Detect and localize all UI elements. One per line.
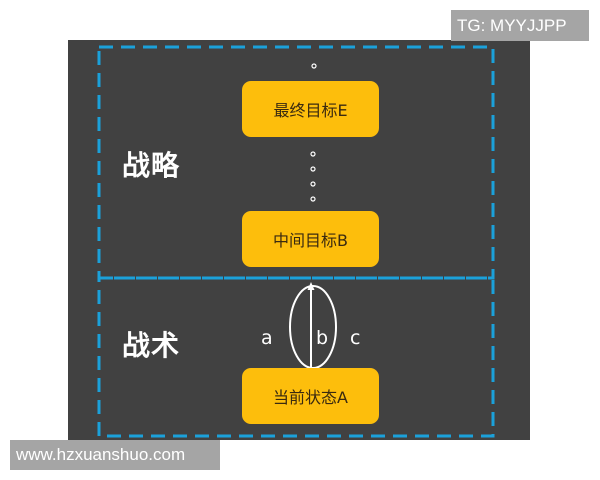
- ellipsis-dot-icon: [310, 196, 316, 202]
- intermediate-goal-box: 中间目标B: [242, 211, 379, 267]
- ellipsis-dot-icon: [311, 63, 317, 69]
- path-label-c: c: [350, 327, 361, 349]
- watermark-bottom-left: www.hzxuanshuo.com: [10, 440, 220, 470]
- tactics-dashed-border: [97, 276, 495, 438]
- path-label-b: b: [316, 327, 329, 349]
- arrow-head-icon: [307, 282, 315, 290]
- current-state-box: 当前状态A: [242, 368, 379, 424]
- watermark-top-right: TG: MYYJJPP: [451, 10, 589, 41]
- ellipsis-dot-icon: [310, 151, 316, 157]
- tactics-label: 战术: [122, 329, 181, 362]
- strategy-dashed-border: [97, 45, 495, 280]
- final-goal-box: 最终目标E: [242, 81, 379, 137]
- ellipsis-dot-icon: [310, 166, 316, 172]
- strategy-label: 战略: [122, 149, 181, 182]
- ellipsis-dot-icon: [310, 181, 316, 187]
- path-options-ellipse: [289, 285, 337, 369]
- path-label-a: a: [261, 327, 273, 349]
